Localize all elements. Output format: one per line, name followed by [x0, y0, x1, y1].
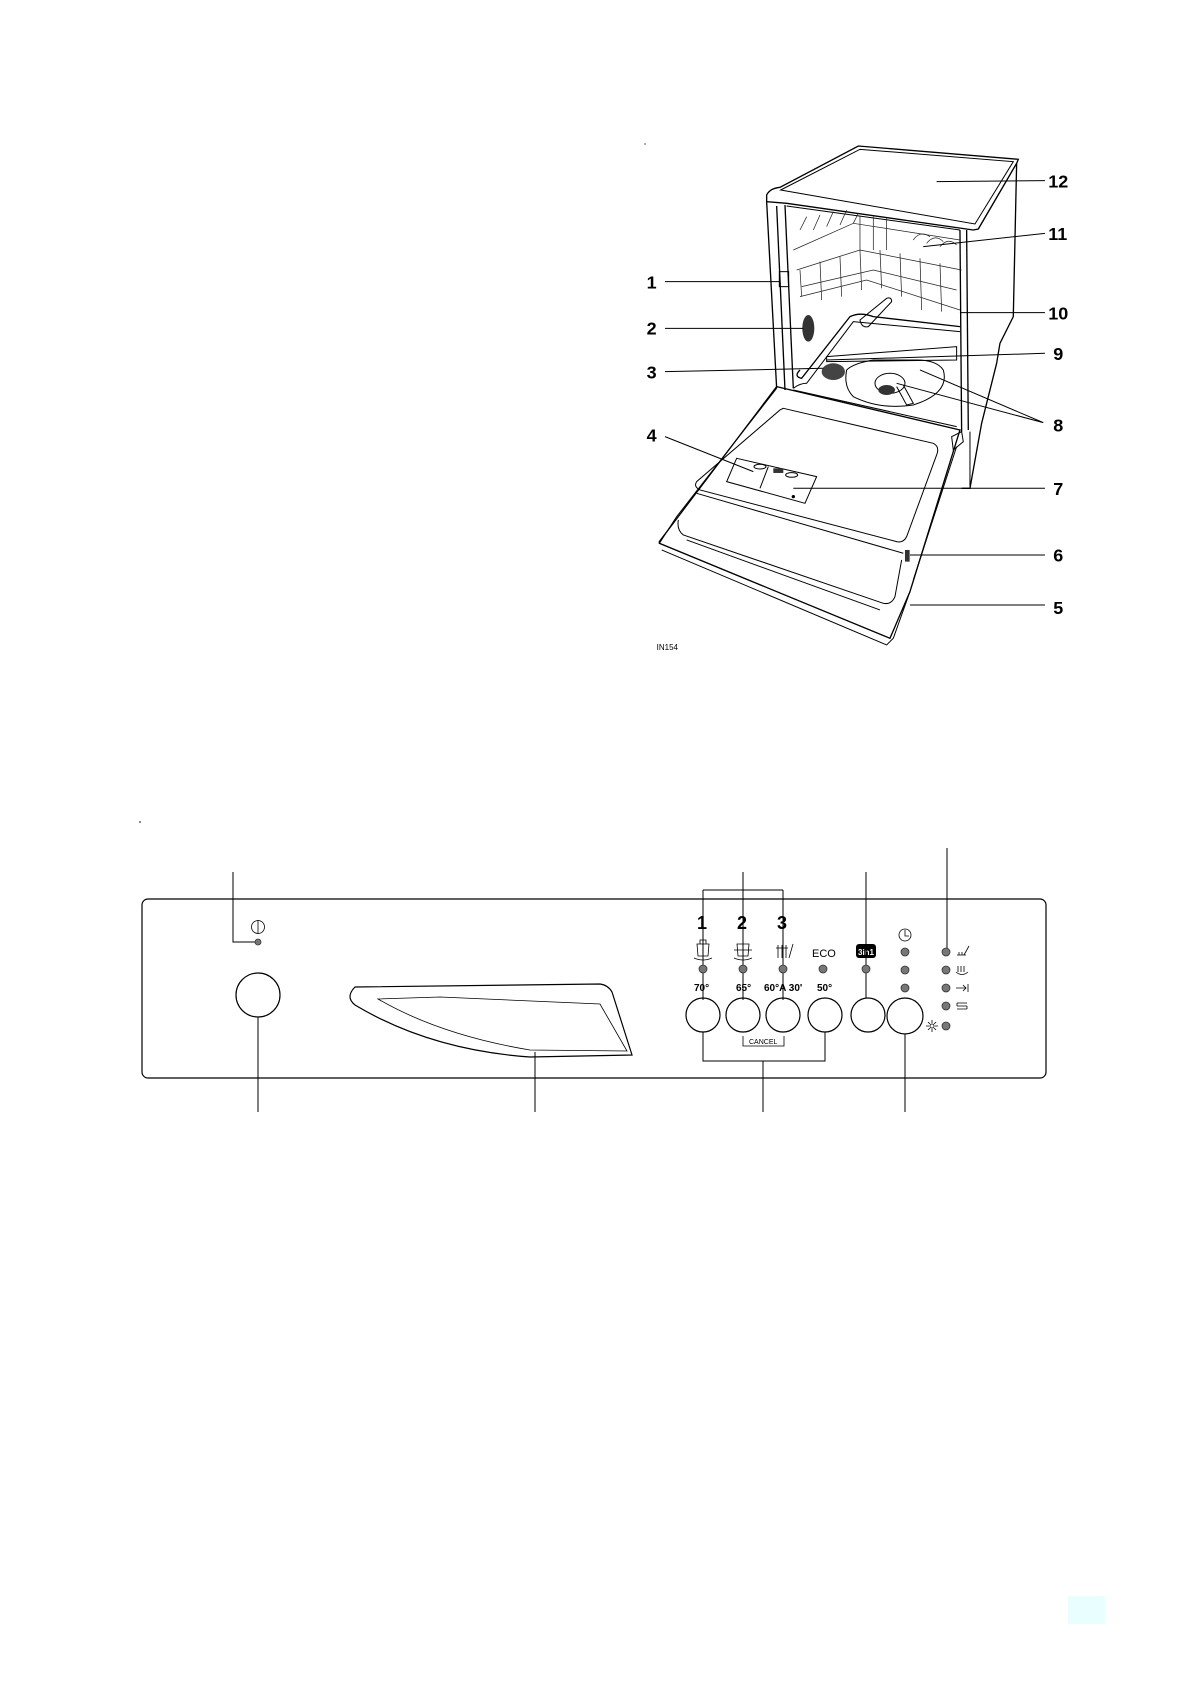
worktop — [765, 145, 1020, 231]
eco-button[interactable] — [807, 997, 843, 1033]
wash-icon — [957, 945, 970, 956]
wash-indicator-led — [941, 947, 951, 957]
rinse-aid-sun-icon — [926, 1020, 938, 1032]
callout-6: 6 — [1053, 546, 1063, 566]
callout-12: 12 — [1048, 171, 1068, 191]
temp-label-60-30: 60°A 30' — [764, 983, 802, 994]
callout-3: 3 — [647, 362, 657, 382]
detergent-dispensers — [725, 457, 818, 504]
program-2-button[interactable] — [725, 997, 761, 1033]
program-number-1: 1 — [697, 913, 707, 933]
delay-led-2 — [900, 965, 910, 975]
upper-spray-arm — [859, 297, 893, 328]
program-3-button[interactable] — [765, 997, 801, 1033]
callout-11: 11 — [1048, 224, 1067, 244]
figure-code: IN154 — [657, 643, 679, 652]
rinse-icon — [955, 966, 969, 975]
filter — [821, 363, 845, 380]
power-symbol-icon — [251, 920, 265, 934]
program-number-3: 3 — [777, 913, 787, 933]
callout-9: 9 — [1053, 344, 1063, 364]
salt-icon — [956, 1002, 968, 1010]
eco-led — [818, 964, 828, 974]
callout-4: 4 — [647, 426, 657, 446]
delay-led-1 — [900, 947, 910, 957]
intensive-pot-icon — [693, 939, 713, 961]
temp-label-50: 50° — [817, 983, 832, 994]
end-indicator-led — [941, 983, 951, 993]
end-icon — [956, 984, 969, 992]
eco-label: ECO — [812, 948, 836, 960]
callout-8: 8 — [1053, 416, 1063, 436]
clock-icon — [898, 928, 912, 942]
open-door — [658, 385, 964, 646]
basket-height-adjuster — [778, 271, 790, 288]
sump-filters — [845, 359, 945, 407]
salt-indicator-led — [941, 1001, 951, 1011]
tub-floor — [796, 313, 961, 380]
program-1-led — [698, 964, 708, 974]
callout-leaders — [664, 180, 1046, 606]
three-in-one-button[interactable] — [850, 997, 886, 1033]
control-panel-figure: 1 2 3 ECO 3in1 70° — [139, 821, 1047, 1112]
page-number-marker — [1068, 1596, 1105, 1624]
callout-1: 1 — [647, 272, 657, 292]
temp-label-65: 65° — [736, 983, 751, 994]
callout-10: 10 — [1048, 303, 1068, 323]
on-off-button[interactable] — [235, 972, 281, 1018]
program-3-led — [778, 964, 788, 974]
upper-basket — [778, 209, 962, 312]
program-1-button[interactable] — [685, 997, 721, 1033]
rinse-indicator-led — [941, 965, 951, 975]
program-number-2: 2 — [737, 913, 747, 933]
delay-led-3 — [900, 983, 910, 993]
callout-5: 5 — [1053, 598, 1063, 618]
three-in-one-led — [861, 964, 871, 974]
program-2-led — [738, 964, 748, 974]
door-handle[interactable] — [349, 983, 633, 1058]
salt-grille — [802, 314, 815, 342]
callout-7: 7 — [1053, 479, 1063, 499]
dishwasher-illustration: 1 2 3 4 5 6 7 8 9 10 11 12 IN154 — [644, 143, 1068, 652]
stray-dot — [644, 143, 646, 145]
cabinet-frame — [765, 201, 969, 432]
delay-start-button[interactable] — [886, 997, 924, 1035]
temp-label-70: 70° — [694, 983, 709, 994]
power-indicator-led — [254, 938, 262, 946]
quick-wash-icon — [776, 943, 794, 959]
normal-wash-icon — [733, 943, 753, 961]
cancel-label: CANCEL — [749, 1039, 778, 1046]
callout-2: 2 — [647, 318, 657, 338]
rinse-aid-indicator-led — [941, 1021, 951, 1031]
control-panel — [141, 898, 1047, 1079]
